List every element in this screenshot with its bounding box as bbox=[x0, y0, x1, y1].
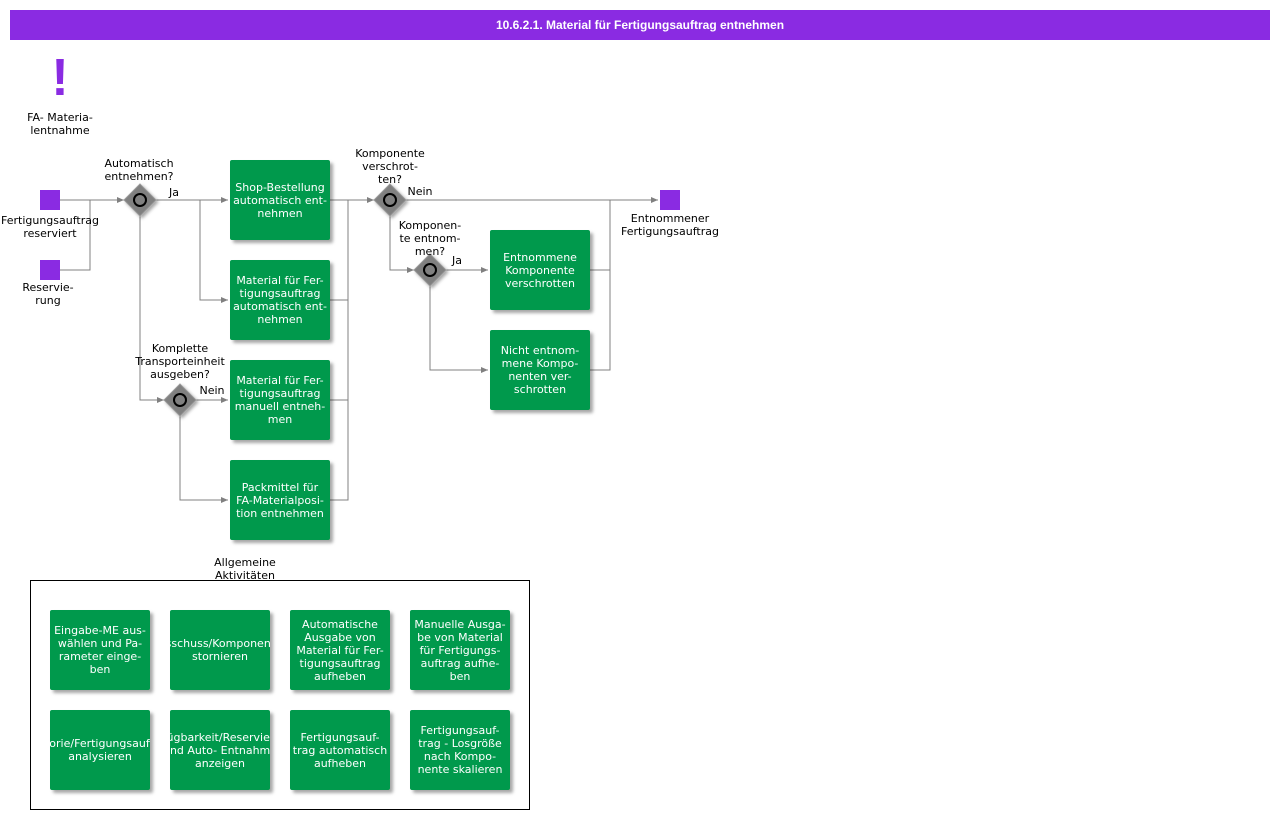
start-event-fertigungsauftrag[interactable] bbox=[40, 190, 60, 210]
task-label: Fertigungsauf- trag automatisch aufheben bbox=[292, 730, 388, 770]
task-label: Automatische Ausgabe von Material für Fe… bbox=[296, 617, 384, 683]
general-activities-group bbox=[30, 580, 530, 810]
gateway-g1 bbox=[123, 183, 157, 217]
end-event-entnommener-fertigungsauftrag[interactable] bbox=[660, 190, 680, 210]
flow-label-g4-yes: Ja bbox=[452, 254, 462, 267]
task-label: Packmittel für FA-Materialposi- tion ent… bbox=[236, 480, 324, 520]
general-task-6[interactable]: Verfügbarkeit/Reservierung und Auto- Ent… bbox=[170, 710, 270, 790]
task-material-manuell-entnehmen[interactable]: Material für Fer- tigungsauftrag manuell… bbox=[230, 360, 330, 440]
general-activities-label: Allgemeine Aktivitäten bbox=[214, 556, 276, 579]
task-label: Historie/Fertigungsauftrag analysieren bbox=[50, 737, 150, 763]
end-event-label: Entnommener Fertigungsauftrag bbox=[621, 212, 719, 238]
exclamation-icon: ! bbox=[51, 49, 69, 107]
flow-g1-t2 bbox=[199, 200, 228, 303]
task-material-automatisch-entnehmen[interactable]: Material für Fer- tigungsauftrag automat… bbox=[230, 260, 330, 340]
general-task-1[interactable]: Eingabe-ME aus- wählen und Pa- rameter e… bbox=[50, 610, 150, 690]
general-task-3[interactable]: Automatische Ausgabe von Material für Fe… bbox=[290, 610, 390, 690]
gateway-g4-label: Komponen- te entnom- men? bbox=[398, 219, 462, 258]
task-label: Manuelle Ausga- be von Material für Fert… bbox=[414, 617, 506, 683]
flow-tasks-merge bbox=[330, 200, 349, 501]
task-shop-bestellung-automatisch[interactable]: Shop-Bestellung automatisch ent- nehmen bbox=[230, 160, 330, 240]
task-label: Ausschuss/Komponenten stornieren bbox=[170, 637, 270, 663]
flow-t5-t6-merge bbox=[590, 200, 611, 371]
flow-g3-g4 bbox=[389, 216, 414, 273]
task-nicht-entnommene-komponenten-verschrotten[interactable]: Nicht entnom- mene Kompo- nenten ver- sc… bbox=[490, 330, 590, 410]
task-label: Shop-Bestellung automatisch ent- nehmen bbox=[233, 180, 327, 220]
start-event-reservierung-label: Reservie- rung bbox=[22, 281, 74, 307]
start-event-reservierung[interactable] bbox=[40, 260, 60, 280]
general-task-4[interactable]: Manuelle Ausga- be von Material für Fert… bbox=[410, 610, 510, 690]
flow-label-g3-no: Nein bbox=[407, 185, 433, 198]
task-label: Fertigungsauf- trag - Losgröße nach Komp… bbox=[417, 724, 503, 776]
gateway-g3 bbox=[373, 183, 407, 217]
gateway-g1-label: Automatisch entnehmen? bbox=[104, 157, 174, 183]
general-task-5[interactable]: Historie/Fertigungsauftrag analysieren bbox=[50, 710, 150, 790]
general-task-8[interactable]: Fertigungsauf- trag - Losgröße nach Komp… bbox=[410, 710, 510, 790]
task-label: Material für Fer- tigungsauftrag manuell… bbox=[234, 374, 326, 426]
flow-label-g2-no: Nein bbox=[199, 384, 225, 397]
general-task-2[interactable]: Ausschuss/Komponenten stornieren bbox=[170, 610, 270, 690]
flow-g4-t6 bbox=[429, 286, 488, 373]
task-label: Material für Fer- tigungsauftrag automat… bbox=[233, 274, 327, 326]
flow-label-g1-yes: Ja bbox=[169, 186, 179, 199]
gateway-g2-label: Komplette Transporteinheit ausgeben? bbox=[135, 342, 225, 381]
alert-label: FA- Materia- lentnahme bbox=[27, 111, 93, 137]
task-label: Entnommene Komponente verschrotten bbox=[503, 250, 577, 290]
task-entnommene-komponente-verschrotten[interactable]: Entnommene Komponente verschrotten bbox=[490, 230, 590, 310]
general-task-7[interactable]: Fertigungsauf- trag automatisch aufheben bbox=[290, 710, 390, 790]
gateway-g2 bbox=[163, 383, 197, 417]
page-title: 10.6.2.1. Material für Fertigungsauftrag… bbox=[10, 10, 1270, 40]
gateway-g4 bbox=[413, 253, 447, 287]
start-event-fertigungsauftrag-label: Fertigungsauftrag reserviert bbox=[1, 214, 99, 240]
task-label: Eingabe-ME aus- wählen und Pa- rameter e… bbox=[54, 624, 146, 676]
flow-g2-t4 bbox=[179, 416, 228, 503]
task-label: Nicht entnom- mene Kompo- nenten ver- sc… bbox=[500, 344, 580, 396]
task-packmittel-entnehmen[interactable]: Packmittel für FA-Materialposi- tion ent… bbox=[230, 460, 330, 540]
flow-g1-g2 bbox=[139, 216, 164, 403]
flow-event2-g1 bbox=[60, 200, 91, 271]
task-label: Verfügbarkeit/Reservierung und Auto- Ent… bbox=[170, 730, 270, 770]
gateway-g3-label: Komponente verschrot- ten? bbox=[355, 147, 425, 186]
